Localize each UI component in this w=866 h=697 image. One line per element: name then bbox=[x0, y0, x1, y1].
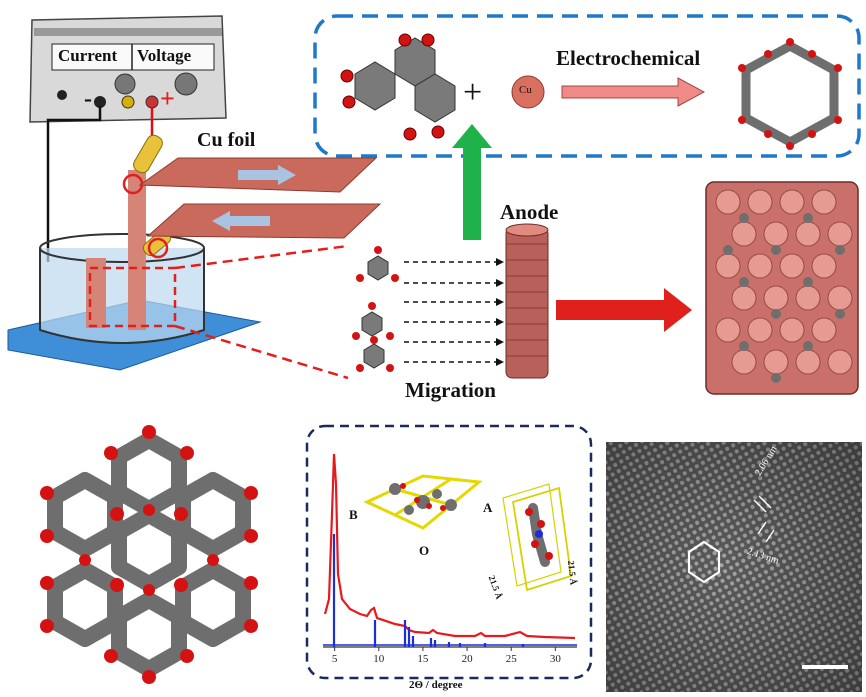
minus-terminal-label: - bbox=[84, 86, 92, 112]
migration-arrows bbox=[404, 261, 496, 363]
xrd-tick-label-5: 30 bbox=[550, 653, 562, 665]
cu-atom-label: Cu bbox=[519, 84, 532, 96]
scale-bar bbox=[802, 665, 848, 669]
mof-framework-structure bbox=[40, 425, 258, 684]
migrating-molecules bbox=[361, 255, 389, 369]
ligand-molecule bbox=[340, 33, 456, 141]
reaction-scheme bbox=[313, 14, 861, 395]
migration-label: Migration bbox=[405, 378, 496, 402]
xrd-dashed-frame bbox=[305, 424, 593, 680]
black-wire bbox=[46, 106, 102, 262]
cu-atom-sphere bbox=[511, 75, 545, 109]
green-arrow-up bbox=[452, 124, 492, 240]
anode-column bbox=[505, 223, 549, 379]
spacing-marker-2 bbox=[757, 521, 775, 543]
zoom-line-top bbox=[174, 244, 349, 270]
voltage-label: Voltage bbox=[137, 46, 192, 65]
arrow-left bbox=[212, 211, 270, 231]
unit-cell-side-view bbox=[502, 483, 572, 592]
anode-foil bbox=[128, 170, 146, 330]
xrd-x-axis-label: 2Θ / degree bbox=[409, 679, 463, 691]
cu-mof-ring bbox=[741, 40, 839, 148]
tem-image bbox=[606, 442, 862, 692]
anode-label: Anode bbox=[500, 200, 559, 224]
plus-terminal-label: + bbox=[160, 84, 175, 113]
unit-cell-label-o: O bbox=[419, 543, 430, 558]
unit-cell-projection bbox=[363, 474, 483, 530]
spacing-marker-1 bbox=[753, 495, 772, 513]
xrd-x-ticks: 5 10 15 20 25 30 bbox=[332, 647, 561, 665]
plus-sign: + bbox=[463, 74, 483, 111]
mof-coated-anode bbox=[705, 181, 859, 395]
power-supply bbox=[29, 15, 227, 123]
zoom-line-bottom bbox=[174, 324, 349, 380]
reaction-dashed-frame bbox=[313, 14, 861, 158]
xrd-simulated-peaks bbox=[332, 534, 525, 647]
xrd-tick-label-3: 20 bbox=[462, 653, 474, 665]
xrd-pattern-panel: 5 10 15 20 25 30 bbox=[305, 424, 593, 680]
xrd-tick-label-0: 5 bbox=[332, 653, 338, 665]
electrochemical-setup bbox=[7, 15, 382, 380]
zoom-box bbox=[88, 266, 177, 328]
clip-top bbox=[133, 134, 163, 174]
red-arrow-right bbox=[556, 288, 692, 332]
beaker bbox=[39, 170, 205, 344]
unit-cell-label-a: A bbox=[483, 500, 493, 515]
cu-foil-label: Cu foil bbox=[197, 129, 256, 151]
arrow-right bbox=[238, 165, 296, 185]
xrd-tick-label-2: 15 bbox=[417, 653, 429, 665]
unit-cell-label-b: B bbox=[349, 507, 358, 522]
xrd-tick-label-1: 10 bbox=[373, 653, 385, 665]
electrochem-arrow bbox=[561, 77, 706, 107]
current-label: Current bbox=[58, 46, 118, 65]
electrochemical-label: Electrochemical bbox=[556, 46, 701, 70]
hexagon-marker bbox=[687, 540, 721, 584]
xrd-tick-label-4: 25 bbox=[506, 653, 518, 665]
